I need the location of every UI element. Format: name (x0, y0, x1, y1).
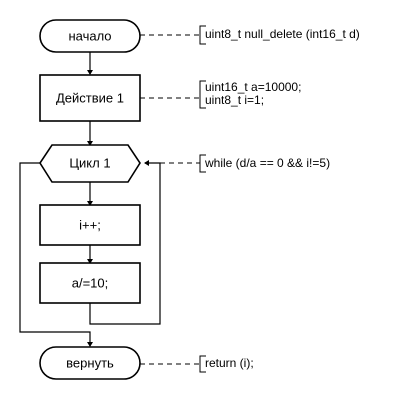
comment-loop-condition: while (d/a == 0 && i!=5) (160, 154, 330, 173)
comment-declarations-bracket (199, 80, 206, 109)
loop-back-path (89, 162, 161, 325)
start-terminal-label: начало (68, 28, 111, 43)
return-terminal-shape (39, 346, 141, 380)
action1-block: Действие 1 (39, 74, 141, 122)
arrow-into-return (87, 342, 93, 347)
increment-block: i++; (39, 204, 141, 246)
start-terminal: начало (39, 19, 141, 53)
comment-loop-condition-text: while (d/a == 0 && i!=5) (204, 156, 330, 170)
divide-block: a/=10; (39, 262, 141, 304)
arrowheads (87, 70, 149, 347)
comment-decl-a-text: uint16_t a=10000; (205, 80, 301, 94)
comment-signature-text: uint8_t null_delete (int16_t d) (205, 27, 360, 41)
action1-block-shape (39, 74, 141, 122)
comment-return: return (i); (140, 355, 254, 373)
arrow-into-increment (87, 201, 93, 206)
action1-block-label: Действие 1 (56, 90, 124, 105)
arrow-into-action1 (87, 70, 93, 75)
increment-block-shape (39, 204, 141, 246)
start-terminal-shape (39, 19, 141, 53)
loop-header-shape (39, 144, 141, 183)
divide-block-shape (39, 262, 141, 304)
arrow-into-loop (87, 141, 93, 146)
comment-signature: uint8_t null_delete (int16_t d) (140, 25, 360, 45)
loop-exit-path (19, 162, 91, 346)
arrow-into-divide (87, 259, 93, 264)
comment-decl-i-text: uint8_t i=1; (205, 93, 264, 107)
comment-return-text: return (i); (205, 356, 254, 370)
arrow-into-loop-back (144, 160, 149, 166)
increment-block-label: i++; (79, 217, 101, 232)
comment-signature-bracket (199, 25, 206, 45)
divide-block-label: a/=10; (72, 275, 109, 290)
return-terminal: вернуть (39, 346, 141, 380)
comment-declarations: uint16_t a=10000; uint8_t i=1; (140, 80, 301, 109)
comment-loop-condition-bracket (199, 154, 206, 173)
loop-header-label: Цикл 1 (69, 155, 110, 170)
flow-connectors (19, 52, 161, 346)
loop-header: Цикл 1 (39, 144, 141, 183)
return-terminal-label: вернуть (66, 355, 114, 370)
comment-return-bracket (199, 355, 206, 373)
